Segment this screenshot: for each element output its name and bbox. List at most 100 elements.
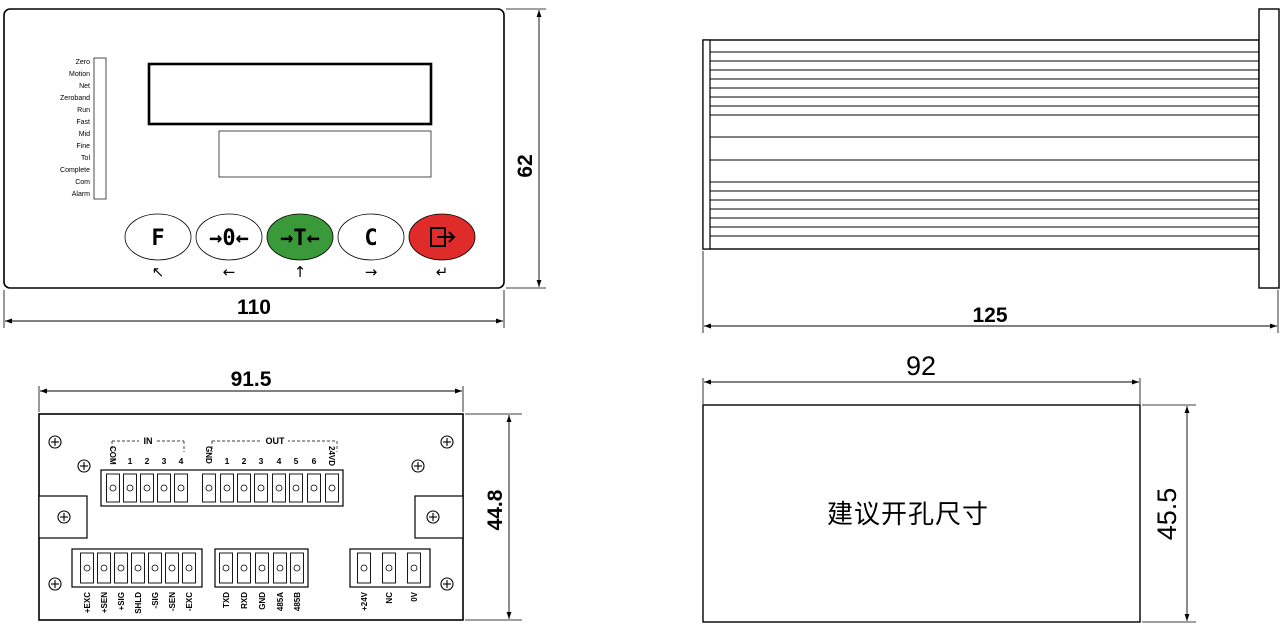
- cutout-view: 92 建议开孔尺寸 45.5: [702, 351, 1196, 623]
- terminal-label: 5: [294, 456, 299, 466]
- terminal-screw: [97, 552, 111, 584]
- key-arrow-icon: ↑: [294, 263, 307, 281]
- exit-icon: [430, 227, 456, 247]
- terminal-label: SHLD: [134, 592, 143, 614]
- terminal-screw: [290, 552, 304, 584]
- terminal-label: 1: [128, 456, 133, 466]
- side-length-dim: 125: [972, 304, 1007, 327]
- terminal-screw: [148, 552, 162, 584]
- terminal-screw: [325, 473, 339, 503]
- key-arrow-icon: →: [365, 263, 378, 281]
- terminal-screw: [131, 552, 145, 584]
- terminal-label: RXD: [240, 592, 249, 609]
- indicator-label: Net: [79, 83, 90, 90]
- key-shape[interactable]: [195, 213, 263, 261]
- rear-width-dim: 91.5: [231, 368, 272, 391]
- key-button[interactable]: →0←: [195, 213, 263, 261]
- keypad: F↖→0←←→T←↑C→↵: [124, 213, 476, 281]
- screw-icon: [440, 435, 454, 449]
- terminal-label: COM: [108, 446, 117, 465]
- screw-icon: [57, 510, 71, 524]
- terminal-screw: [357, 552, 371, 584]
- indicator-label: Fine: [76, 143, 90, 150]
- terminal-screw: [80, 552, 94, 584]
- terminal-screw: [237, 473, 251, 503]
- cutout-outline: [702, 404, 1141, 623]
- key-button[interactable]: →T←: [266, 213, 334, 261]
- indicator-label: Complete: [60, 167, 90, 174]
- terminal-label: GND: [258, 592, 267, 610]
- indicator-label: Motion: [69, 71, 90, 78]
- in-label-bg: [139, 435, 157, 446]
- screw-icon: [48, 435, 62, 449]
- terminal-label: 485B: [293, 592, 302, 611]
- key-button[interactable]: C: [337, 213, 405, 261]
- terminal-label: 2: [145, 456, 150, 466]
- terminal-label: 3: [259, 456, 264, 466]
- screw-icon: [440, 577, 454, 591]
- terminal-label: GND: [204, 446, 213, 464]
- terminal-label: TXD: [222, 592, 231, 608]
- indicator-label: Zeroband: [60, 95, 90, 102]
- key-shape[interactable]: [337, 213, 405, 261]
- cutout-height-dim: 45.5: [1152, 488, 1182, 541]
- key-button[interactable]: [408, 213, 476, 261]
- key-shape[interactable]: [124, 213, 192, 261]
- out-group-label: OUT: [266, 436, 286, 446]
- terminal-screw: [273, 552, 287, 584]
- terminal-label: -SEN: [168, 592, 177, 611]
- cutout-width-dim: 92: [906, 351, 936, 381]
- terminal-screw: [219, 552, 233, 584]
- terminal-screw: [382, 552, 396, 584]
- indicator-strip: [93, 57, 107, 200]
- side-view: 125: [702, 8, 1280, 333]
- key-label: →0←: [209, 226, 249, 251]
- main-display: [147, 62, 433, 126]
- indicator-labels: ZeroMotionNetZerobandRunFastMidFineTolCo…: [60, 59, 90, 198]
- indicator-label: Zero: [76, 59, 91, 66]
- screw-icon: [411, 459, 425, 473]
- indicator-label: Tol: [81, 155, 90, 162]
- terminal-screw: [407, 552, 421, 584]
- terminal-screw: [123, 473, 137, 503]
- housing-ribs: [710, 51, 1259, 237]
- terminal-label: 6: [312, 456, 317, 466]
- indicator-label: Mid: [79, 131, 90, 138]
- terminal-screw: [255, 552, 269, 584]
- terminal-screw: [182, 552, 196, 584]
- screw-icon: [48, 577, 62, 591]
- terminal-label: 2: [242, 456, 247, 466]
- front-bezel-side: [1258, 8, 1280, 289]
- terminal-label: -EXC: [185, 592, 194, 611]
- key-label: C: [364, 226, 377, 251]
- terminal-screw: [272, 473, 286, 503]
- housing-end-cap: [702, 39, 711, 250]
- indicator-label: Fast: [76, 119, 90, 126]
- terminal-label: +SIG: [117, 592, 126, 610]
- terminal-screw: [237, 552, 251, 584]
- terminal-label: 4: [277, 456, 282, 466]
- out-label-bg: [262, 435, 288, 446]
- screw-icon: [426, 510, 440, 524]
- key-button[interactable]: F: [124, 213, 192, 261]
- front-width-dim: 110: [237, 296, 271, 319]
- cutout-label: 建议开孔尺寸: [827, 500, 989, 530]
- key-shape[interactable]: [266, 213, 334, 261]
- terminal-screw: [220, 473, 234, 503]
- key-arrow-icon: ↖: [152, 263, 165, 281]
- front-height-dim: 62: [514, 154, 537, 177]
- terminal-screw: [140, 473, 154, 503]
- front-view: ZeroMotionNetZerobandRunFastMidFineTolCo…: [3, 8, 546, 328]
- terminal-screw: [106, 473, 120, 503]
- key-arrow-icon: ↵: [436, 263, 449, 281]
- terminal-label: 485A: [276, 592, 285, 611]
- indicator-label: Com: [75, 179, 90, 186]
- key-label: →T←: [280, 226, 320, 251]
- terminal-label: 1: [225, 456, 230, 466]
- secondary-display: [218, 130, 432, 178]
- rear-height-dim: 44.8: [484, 489, 507, 530]
- screws: [48, 435, 454, 591]
- housing-body: [702, 39, 1260, 250]
